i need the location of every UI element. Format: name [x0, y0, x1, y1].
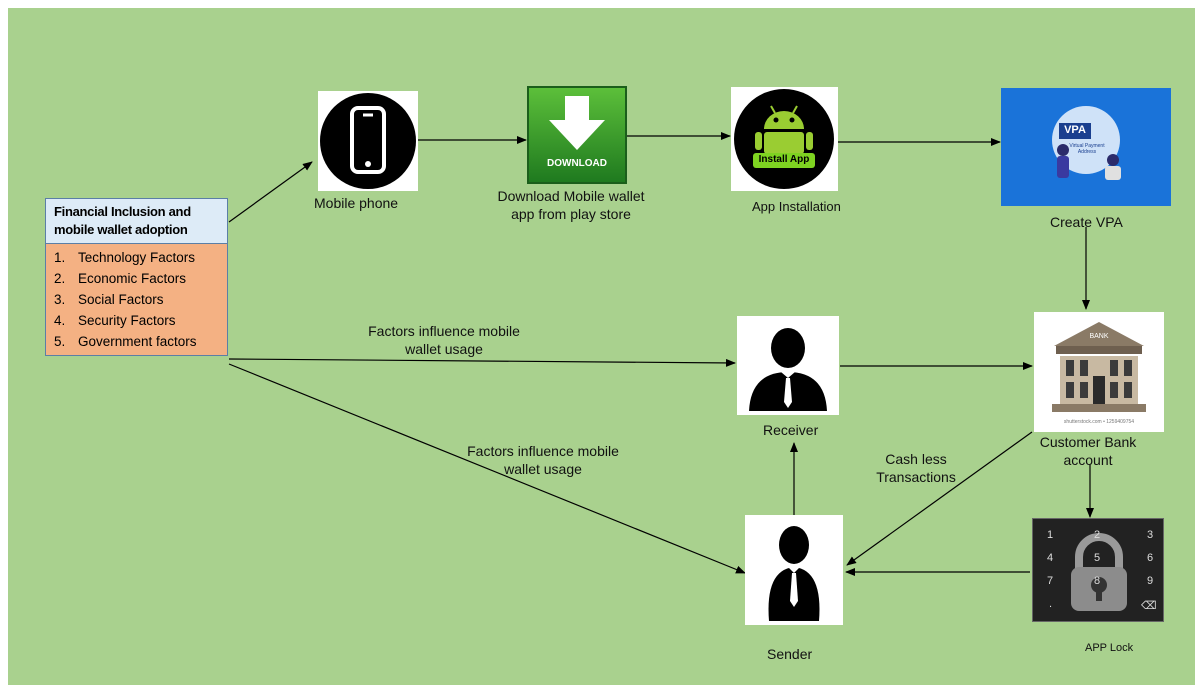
factor-item: 4.Security Factors — [54, 313, 176, 328]
mobile-phone-label: Mobile phone — [314, 195, 399, 211]
keypad-key: 6 — [1147, 552, 1154, 564]
keypad-key: 2 — [1094, 529, 1101, 541]
factor-item: 1.Technology Factors — [54, 250, 196, 265]
applock-label: APP Lock — [1085, 642, 1134, 654]
factor-item: 2.Economic Factors — [54, 271, 187, 286]
factor-item: 5.Government factors — [54, 334, 197, 349]
vpa-small-text: Virtual Payment Address — [1069, 143, 1105, 155]
keypad-key: 4 — [1047, 552, 1054, 564]
vpa-badge: VPA — [1064, 124, 1086, 136]
install-label: App Installation — [752, 199, 841, 214]
install-node: Install App — [731, 87, 838, 191]
bank-watermark: shutterstock.com • 1259409754 — [1063, 419, 1135, 425]
keypad-key: 3 — [1147, 529, 1154, 541]
keypad-key: 5 — [1094, 552, 1101, 564]
download-node: DOWNLOAD — [527, 86, 627, 184]
download-arrow-icon — [549, 96, 605, 150]
factors-list: 1.Technology Factors 2.Economic Factors … — [45, 244, 228, 356]
factors-box: Financial Inclusion and mobile wallet ad… — [45, 198, 228, 356]
keypad-key: 9 — [1147, 575, 1154, 587]
keypad-key: 7 — [1047, 575, 1054, 587]
receiver-person-icon — [749, 328, 827, 411]
download-badge: DOWNLOAD — [547, 158, 607, 169]
vpa-label: Create VPA — [1050, 214, 1123, 230]
bank-building-icon — [1052, 322, 1146, 412]
sender-node — [745, 515, 843, 625]
android-icon — [734, 89, 834, 189]
factor-item: 3.Social Factors — [54, 292, 164, 307]
edge-label-factors-bottom: Factors influence mobile wallet usage — [467, 443, 619, 477]
bank-node: BANK shutterstock.com • 1259409754 — [1034, 312, 1164, 432]
arrow-factors-to-phone — [228, 161, 313, 223]
download-label: Download Mobile wallet app from play sto… — [497, 188, 645, 222]
keypad-key: 1 — [1047, 529, 1054, 541]
keypad-key: 8 — [1094, 575, 1101, 587]
mobile-phone-icon — [320, 93, 416, 189]
keypad-key: . — [1049, 598, 1053, 610]
install-badge: Install App — [758, 154, 810, 165]
vpa-illustration — [1052, 106, 1121, 180]
factors-box-title: Financial Inclusion and mobile wallet ad… — [45, 198, 228, 244]
receiver-label: Receiver — [763, 422, 819, 438]
edge-label-factors-top: Factors influence mobile wallet usage — [368, 323, 520, 357]
receiver-node — [737, 316, 839, 415]
sender-person-icon — [768, 526, 820, 621]
edge-label-cashless: Cash less Transactions — [876, 451, 956, 485]
mobile-phone-node — [318, 91, 418, 191]
bank-label: Customer Bank account — [1039, 434, 1137, 468]
sender-label: Sender — [767, 646, 813, 662]
arrow-bank-to-sender — [846, 431, 1033, 566]
padlock-icon — [1071, 533, 1127, 611]
backspace-icon: ⌫ — [1141, 600, 1157, 612]
arrow-factors-to-sender — [228, 363, 746, 574]
vpa-node: VPA Virtual Payment Address — [1001, 88, 1171, 206]
bank-sign: BANK — [1089, 333, 1109, 340]
arrow-factors-to-receiver — [228, 358, 736, 367]
applock-node: 1 2 3 4 5 6 7 8 9 . ⌫ — [1032, 518, 1164, 622]
